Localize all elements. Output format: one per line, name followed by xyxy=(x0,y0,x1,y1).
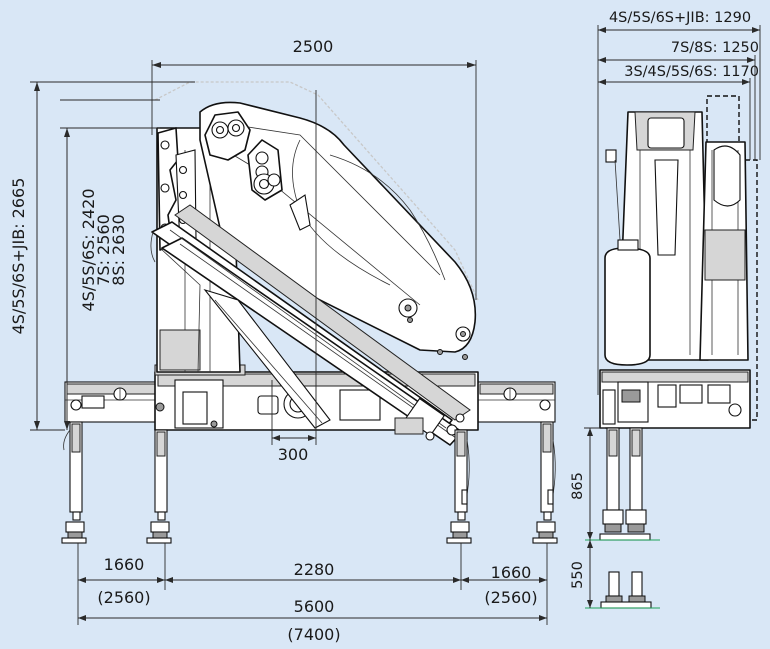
dim-inner-height-a: 4S/5S/6S: 2420 xyxy=(79,189,98,312)
oil-tank xyxy=(604,247,651,366)
side-dimensions: 4S/5S/6S+JIB: 1290 7S/8S: 1250 3S/4S/5S/… xyxy=(570,10,761,608)
crane-front-view xyxy=(61,81,558,544)
stabilizer-leg-4 xyxy=(532,421,558,544)
dim-inner-height-c: 8S: 2630 xyxy=(109,214,128,286)
dim-total-span-ext: (7400) xyxy=(287,625,340,644)
dim-leg-height: 865 xyxy=(570,472,586,500)
dim-left-height: 4S/5S/6S+JIB: 2665 xyxy=(9,178,28,335)
dim-side-width-78s: 7S/8S: 1250 xyxy=(671,40,759,56)
dim-inner-height-b: 7S: 2560 xyxy=(94,214,113,286)
dim-total-span: 5600 xyxy=(294,597,335,616)
dim-right-span: 1660 xyxy=(491,563,532,582)
side-legs xyxy=(599,427,651,541)
stabilizer-leg-1 xyxy=(61,421,87,544)
dim-right-span-ext: (2560) xyxy=(484,588,537,607)
front-dimensions: 2500 4S/5S/6S+JIB: 2665 4S/5S/6S: 2420 7… xyxy=(9,37,548,644)
dim-left-span: 1660 xyxy=(104,555,145,574)
dim-leg-ext: 550 xyxy=(570,561,586,589)
stabilizer-leg-3 xyxy=(446,429,472,544)
right-outrigger-beam xyxy=(477,381,556,423)
left-outrigger-beam xyxy=(64,381,158,423)
crane-side-view xyxy=(585,95,758,609)
dim-left-span-ext: (2560) xyxy=(97,588,150,607)
boom-knuckle xyxy=(204,111,283,201)
dim-side-width-std: 3S/4S/5S/6S: 1170 xyxy=(624,64,759,80)
main-cylinder xyxy=(203,288,331,429)
dim-top-width: 2500 xyxy=(293,37,334,56)
boom-ghost-outline xyxy=(154,81,479,301)
stabilizer-leg-2 xyxy=(146,429,172,544)
dim-middle-span: 2280 xyxy=(294,560,335,579)
jib-outline-dashed xyxy=(706,95,740,149)
side-legs-extended xyxy=(600,571,652,609)
dim-center-offset: 300 xyxy=(278,445,309,464)
dim-side-width-jib: 4S/5S/6S+JIB: 1290 xyxy=(609,10,751,26)
telescopic-extensions xyxy=(150,204,471,446)
